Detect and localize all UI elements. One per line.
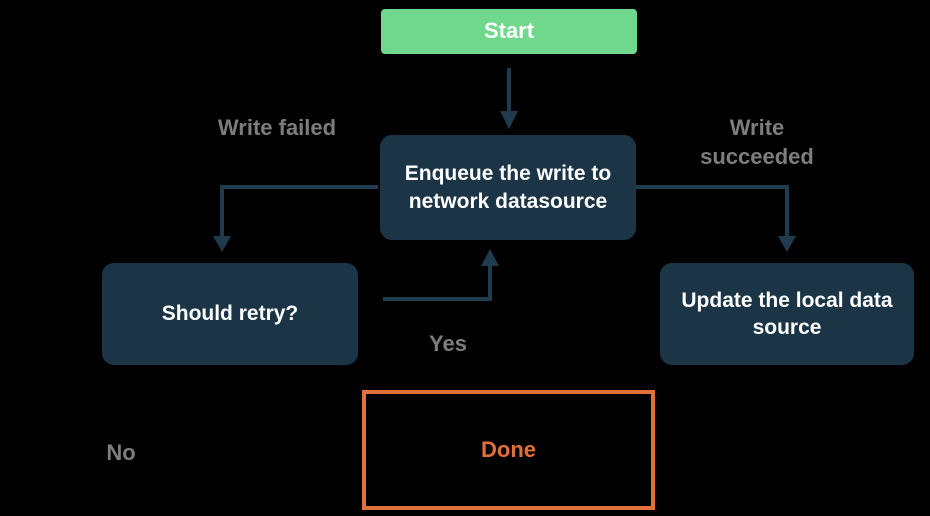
edge-label-no: No [106, 440, 136, 465]
node-should-retry: Should retry? [102, 263, 358, 365]
arrow-start-to-enqueue [500, 68, 518, 129]
node-start-label: Start [483, 18, 535, 44]
node-enqueue-write-label: Enqueue the write to network datasource [404, 162, 612, 213]
arrow-enqueue-to-update [636, 185, 796, 252]
node-start: Start [381, 9, 637, 54]
arrow-retry-to-enqueue [383, 249, 499, 301]
node-should-retry-label: Should retry? [161, 302, 299, 326]
node-done-label: Done [481, 436, 536, 462]
arrow-enqueue-to-retry [213, 185, 378, 252]
node-done: Done [362, 390, 655, 510]
node-update-local-source-label: Update the local data source [681, 288, 893, 339]
edge-label-write-failed: Write failed [217, 115, 337, 140]
node-update-local-source: Update the local data source [660, 263, 914, 365]
node-enqueue-write: Enqueue the write to network datasource [380, 135, 636, 240]
edge-label-yes: Yes [429, 331, 467, 356]
edge-label-write-succeeded: Write succeeded [700, 115, 814, 169]
